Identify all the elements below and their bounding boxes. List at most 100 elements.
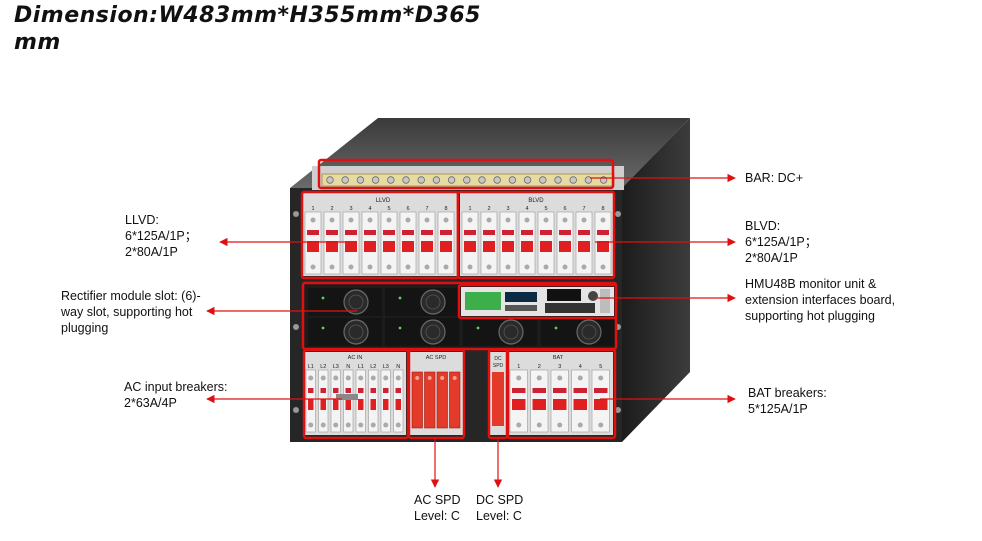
highlight-hmu (457, 283, 618, 320)
llvd-panel-label: LLVD (376, 198, 391, 204)
terminal-screw (383, 422, 389, 428)
hmu-green-board (465, 292, 501, 310)
ac-in-phase-label: L3 (383, 364, 389, 370)
terminal-screw (600, 264, 606, 270)
callout-ac-input-line: AC input breakers: (124, 380, 228, 394)
bat-breaker-number: 4 (579, 364, 582, 370)
busbar-bolt (523, 176, 532, 184)
terminal-screw (600, 217, 606, 223)
terminal-screw (358, 422, 364, 428)
highlight-boxes (300, 158, 618, 440)
callout-dc-spd: DC SPD Level: C (476, 492, 523, 524)
busbar-bolt (417, 176, 425, 184)
fan-grill (498, 319, 524, 345)
terminal-screw (348, 217, 354, 223)
fan-ring (425, 294, 441, 310)
callout-dc-spd-line: Level: C (476, 509, 522, 523)
busbar-bolt (493, 176, 501, 184)
breaker-handle (421, 241, 433, 252)
ac-in-phase-label: L1 (308, 364, 314, 370)
terminal-screw (577, 422, 583, 428)
breaker-label-plate (345, 388, 351, 393)
terminal-screw (383, 375, 389, 381)
breaker-handle (573, 399, 587, 410)
llvd-breaker-number: 1 (311, 206, 314, 212)
terminal-screw (505, 264, 511, 270)
terminal-screw (370, 375, 376, 381)
terminal-screw (308, 422, 314, 428)
blvd-breaker-number: 8 (601, 206, 604, 212)
callout-ac-spd: AC SPD Level: C (414, 492, 461, 524)
fan-ring (348, 324, 364, 340)
breaker-handle (345, 241, 357, 252)
breaker-handle (594, 399, 608, 410)
terminal-screw (386, 217, 392, 223)
terminal-screw (443, 264, 449, 270)
terminal-screw (562, 264, 568, 270)
highlight-bat (506, 348, 617, 440)
breaker-label-plate (333, 388, 339, 393)
terminal-screw (543, 264, 549, 270)
ac-spd-module (424, 371, 436, 429)
breaker-handle (383, 241, 395, 252)
terminal-screw (386, 264, 392, 270)
fan-grill (576, 319, 602, 345)
screw (615, 407, 621, 413)
callout-hmu: HMU48B monitor unit & extension interfac… (745, 276, 895, 324)
terminal-screw (536, 422, 542, 428)
callout-blvd-line: BLVD: (745, 219, 781, 233)
busbar-bolt (508, 176, 517, 184)
terminal-screw (345, 422, 351, 428)
busbar-bolt (478, 176, 486, 184)
callout-rectifier-line: Rectifier module slot: (6)- (61, 289, 201, 303)
blvd-panel-label: BLVD (528, 198, 544, 204)
callout-ac-spd-line: AC SPD (414, 493, 461, 507)
rectifier-section (293, 211, 621, 413)
breaker-label-plate (512, 388, 526, 393)
terminal-screw (310, 217, 316, 223)
ac-spd-panel: AC SPD (410, 352, 463, 435)
highlight-bar (317, 158, 615, 190)
breaker-handle (578, 241, 590, 252)
terminal-screw (424, 217, 430, 223)
busbar-bolt (539, 176, 547, 184)
terminal-screw (467, 264, 473, 270)
busbar-bolt (356, 176, 365, 184)
terminal-screw (516, 422, 522, 428)
breaker-label-plate (320, 388, 326, 393)
terminal-screw (598, 375, 604, 381)
breaker-handle (440, 241, 452, 252)
hmu-handle (600, 289, 610, 313)
ac-spd-label: AC SPD (426, 355, 447, 361)
hmu-terminal-strip (505, 305, 537, 311)
breaker-label-plate (597, 230, 609, 235)
fan-grill (420, 319, 446, 345)
callout-ac-input-line: 2*63A/4P (124, 396, 177, 410)
terminal-screw (536, 375, 542, 381)
terminal-screw (370, 422, 376, 428)
breaker-handle (464, 241, 476, 252)
blvd-breaker-number: 7 (582, 206, 585, 212)
breaker-handle (364, 241, 376, 252)
terminal-screw (329, 217, 335, 223)
breaker-label-plate (573, 388, 587, 393)
breaker-handle (521, 241, 533, 252)
callout-bat: BAT breakers: 5*125A/1P (748, 385, 827, 417)
callout-hmu-line: extension interfaces board, (745, 293, 896, 307)
dimension-title-line-1: Dimension:W483mm*H355mm*D365 (14, 3, 481, 28)
breaker-label-plate (502, 230, 514, 235)
ac-in-interlock (336, 394, 358, 400)
hmu-display (547, 289, 581, 301)
breaker-label-plate (578, 230, 590, 235)
callout-rectifier-line: plugging (61, 321, 109, 335)
breaker-handle (358, 399, 364, 410)
ac-in-phase-label: N (396, 364, 400, 370)
breaker-handle (540, 241, 552, 252)
terminal-screw (320, 422, 326, 428)
callout-bar-line: BAR: DC+ (745, 171, 804, 185)
dc-spd-label-line-1: DC (494, 356, 502, 362)
terminal-screw (395, 375, 401, 381)
terminal-screw (333, 422, 339, 428)
